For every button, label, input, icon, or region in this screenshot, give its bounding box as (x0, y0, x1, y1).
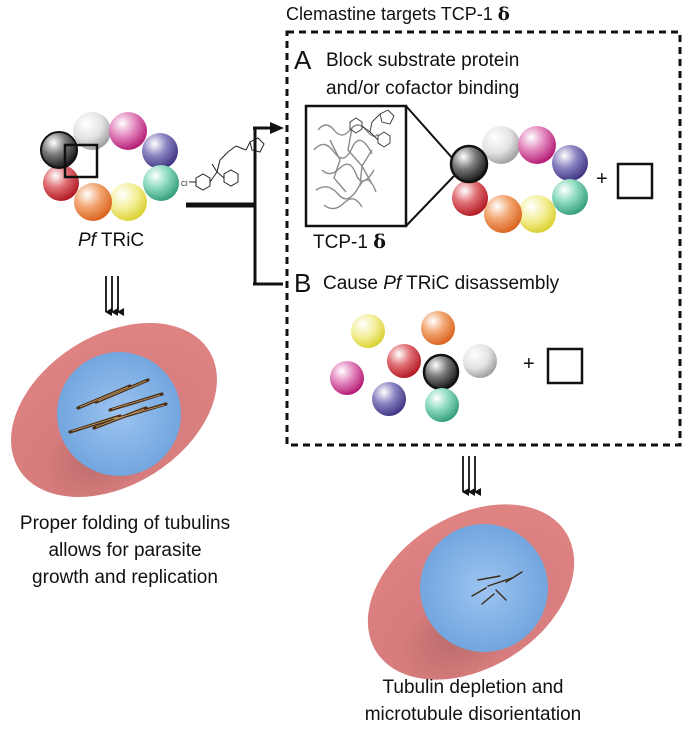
subunit-yellow (518, 195, 556, 233)
subunit-purple (372, 382, 406, 416)
parasite-cell-healthy (11, 323, 217, 497)
subunit-black-tcp1-delta (449, 144, 489, 184)
disoriented-tubulin (471, 571, 523, 605)
nucleus (420, 524, 548, 652)
triple-arrow-right (462, 456, 481, 496)
subunit-purple (552, 145, 588, 181)
arrowhead-a (270, 122, 284, 134)
subunit-orange (74, 183, 112, 221)
plus-sign-a: + (596, 168, 608, 190)
panel-b-text: Cause Pf TRiC disassembly (323, 273, 560, 294)
caption-left-line3: growth and replication (32, 567, 218, 588)
pf-tric-complex-left (40, 112, 179, 221)
chlorine-label: Cl (181, 181, 188, 188)
subunit-yellow (351, 314, 385, 348)
pf-tric-complex-panel-a (449, 126, 588, 233)
pf-tric-label: Pf TRiC (78, 230, 145, 251)
subunit-teal (552, 179, 588, 215)
tcp1-delta-label: TCP-1 δ (313, 231, 386, 253)
subunit-black-tcp1-delta (422, 353, 460, 391)
parasite-cell-treated (367, 504, 575, 680)
plus-sign-b: + (523, 353, 535, 375)
subunit-red (452, 180, 488, 216)
subunit-teal (143, 165, 179, 201)
triple-arrow-left (105, 276, 124, 316)
subunit-orange (484, 195, 522, 233)
title: Clemastine targets TCP-1 δ (286, 4, 510, 25)
caption-right-line2: microtubule disorientation (364, 704, 582, 725)
caption-left-line1: Proper folding of tubulins (19, 513, 231, 534)
highlight-square (63, 143, 99, 179)
tcp1-delta-structure-box (304, 104, 455, 228)
subunit-magenta (518, 126, 556, 164)
subunit-teal (425, 388, 459, 422)
arrow-connector (186, 126, 283, 286)
panel-a-line2: and/or cofactor binding (326, 78, 520, 99)
subunit-grey (73, 112, 111, 150)
released-square-b (546, 347, 584, 385)
mechanism-box (285, 30, 682, 447)
subunit-magenta (330, 361, 364, 395)
subunit-grey (482, 126, 520, 164)
subunit-black-tcp1-delta (40, 131, 78, 169)
subunit-yellow (109, 183, 147, 221)
subunit-magenta (109, 112, 147, 150)
nucleus (57, 352, 181, 476)
released-square-a (616, 162, 654, 200)
subunit-grey (463, 344, 497, 378)
clemastine-structure (189, 137, 265, 191)
subunit-orange (421, 311, 455, 345)
panel-a-line1: Block substrate protein (326, 50, 520, 71)
subunit-red (387, 344, 421, 378)
caption-left-line2: allows for parasite (48, 540, 202, 561)
panel-a-letter: A (294, 45, 312, 75)
caption-right-line1: Tubulin depletion and (382, 677, 564, 698)
subunit-red (43, 165, 79, 201)
subunit-purple (142, 133, 178, 169)
panel-b-letter: B (294, 268, 312, 298)
disassembled-subunits (330, 311, 497, 422)
